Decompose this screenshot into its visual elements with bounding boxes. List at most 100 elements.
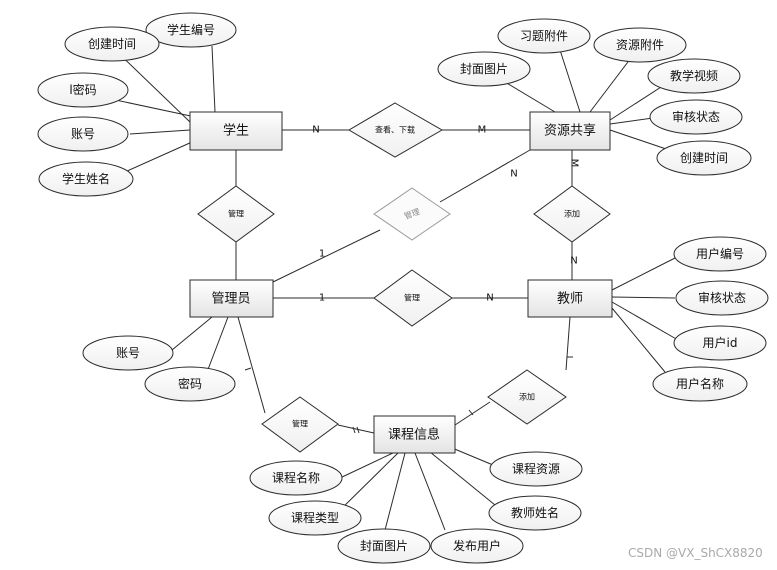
attr-course-type-label: 课程类型 — [291, 510, 339, 525]
line-student-name — [124, 141, 193, 173]
rel-admin-course — [261, 396, 339, 453]
attr-admin-password-label: 密码 — [178, 376, 202, 391]
card-admin-teacher: 1 — [319, 293, 325, 304]
card-resource-add: M — [569, 159, 580, 168]
attr-resource-exercise-label: 习题附件 — [520, 29, 568, 43]
attr-resource-created — [656, 140, 752, 176]
attr-resource-created-label: 创建时间 — [680, 151, 728, 165]
line-resource-exercise — [559, 49, 581, 113]
line-teacher-status — [611, 296, 676, 299]
line-teacher-add2 — [565, 316, 571, 371]
attr-student-id — [145, 12, 237, 48]
line-resource-cover — [504, 81, 556, 113]
attr-resource-attachment — [593, 27, 687, 63]
line-add2-course — [454, 401, 491, 426]
attr-resource-video-label: 教学视频 — [670, 68, 718, 83]
attr-resource-cover — [437, 51, 531, 87]
attr-teacher-userid-label: 用户id — [703, 335, 738, 350]
entity-course-label: 课程信息 — [388, 427, 440, 443]
line-manage4-course — [337, 424, 375, 434]
attr-student-password — [37, 72, 129, 108]
entity-resource — [529, 111, 611, 151]
entity-resource-label: 资源共享 — [544, 123, 596, 139]
tick-mark — [352, 426, 356, 434]
line-resource-created — [609, 129, 676, 153]
attr-teacher-userno-label: 用户编号 — [696, 246, 744, 261]
attr-resource-video — [647, 58, 741, 94]
card-teacher-admin: N — [486, 293, 493, 304]
attr-course-teacher-label: 教师姓名 — [511, 505, 559, 520]
line-admin-password — [206, 316, 229, 373]
line-teacher-userno — [611, 257, 676, 291]
attr-student-password-label: l密码 — [69, 82, 96, 97]
rel-teacher-course-label: 添加 — [519, 392, 535, 402]
card-admin-resource: 1 — [319, 249, 325, 260]
attr-resource-status — [649, 99, 743, 135]
tick-mark — [468, 409, 474, 416]
rel-admin-resource — [373, 187, 451, 241]
entity-teacher-label: 教师 — [557, 291, 583, 307]
attr-resource-status-label: 审核状态 — [672, 109, 720, 124]
card-resource-admin: N — [510, 169, 517, 180]
attr-course-publisher — [430, 528, 524, 564]
attr-course-teacher — [488, 495, 582, 531]
entity-admin — [189, 279, 274, 318]
attr-resource-attachment-label: 资源附件 — [616, 38, 664, 52]
line-course-type — [334, 452, 399, 516]
rel-student-admin-label: 管理 — [228, 209, 244, 219]
rel-admin-course-label: 管理 — [292, 419, 308, 429]
connector-lines — [77, 44, 679, 531]
attr-teacher-username-label: 用户名称 — [676, 376, 724, 391]
attr-teacher-userno — [673, 236, 767, 272]
attr-student-id-label: 学生编号 — [167, 22, 215, 37]
attr-student-account — [37, 116, 129, 152]
line-admin-manage4 — [237, 316, 266, 414]
line-teacher-username — [611, 307, 666, 373]
entity-teacher — [527, 279, 613, 318]
attr-admin-account-label: 账号 — [116, 346, 140, 360]
attr-admin-account — [82, 335, 174, 371]
attr-student-name-label: 学生姓名 — [62, 171, 110, 186]
line-course-cover — [384, 452, 406, 531]
rel-teacher-resource — [533, 185, 611, 243]
attr-course-name-label: 课程名称 — [272, 470, 320, 485]
attr-teacher-status-label: 审核状态 — [698, 290, 746, 305]
attr-course-resource — [489, 451, 583, 487]
tick-mark — [244, 367, 252, 371]
attr-student-name — [38, 161, 134, 197]
attr-student-created-time-label: 创建时间 — [88, 37, 136, 51]
watermark-text: CSDN @VX_ShCX8820 — [628, 546, 763, 560]
card-student-view: N — [312, 125, 319, 136]
rel-teacher-resource-label: 添加 — [564, 209, 580, 219]
line-manage2-resource — [439, 149, 531, 203]
attr-resource-cover-label: 封面图片 — [460, 62, 508, 76]
attr-course-name — [249, 460, 343, 496]
line-student-id — [211, 45, 216, 113]
attr-course-resource-label: 课程资源 — [512, 461, 560, 476]
entity-student — [189, 111, 283, 151]
attr-course-cover — [337, 528, 431, 564]
tick-mark — [356, 426, 360, 434]
rel-teacher-course — [487, 369, 567, 425]
line-course-name — [339, 451, 396, 479]
line-student-account — [129, 129, 191, 135]
line-ticks — [244, 356, 573, 434]
rel-admin-teacher — [373, 269, 453, 327]
line-teacher-userid — [611, 301, 679, 341]
attr-teacher-status — [675, 280, 769, 316]
entity-student-label: 学生 — [223, 123, 249, 139]
card-teacher-add: N — [570, 256, 577, 267]
attr-teacher-userid — [673, 325, 767, 361]
rel-admin-teacher-label: 管理 — [404, 293, 420, 303]
entity-admin-label: 管理员 — [211, 292, 250, 307]
attr-course-cover-label: 封面图片 — [360, 539, 408, 553]
card-resource-view: M — [478, 125, 487, 136]
attr-teacher-username — [652, 366, 748, 402]
line-course-teacher — [429, 451, 496, 506]
attr-admin-password — [144, 366, 236, 402]
line-admin-manage2 — [272, 229, 381, 283]
rel-student-admin — [197, 185, 275, 243]
attr-student-created-time — [64, 26, 160, 62]
attr-resource-exercise — [497, 18, 591, 54]
